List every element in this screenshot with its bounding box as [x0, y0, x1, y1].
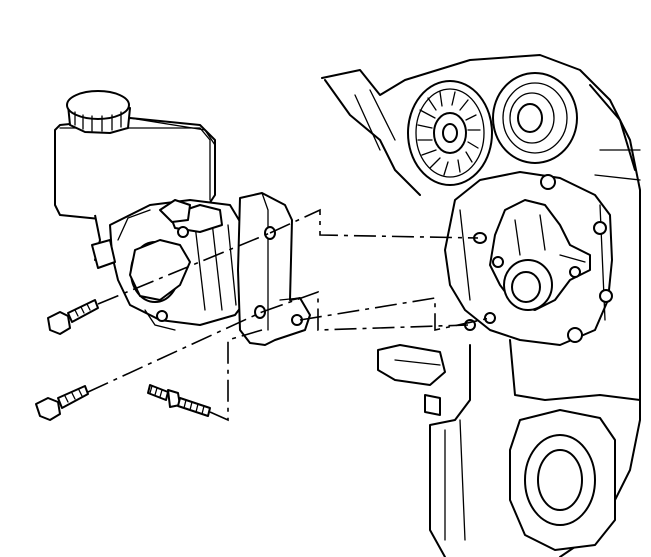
pump-stud: [147, 384, 211, 417]
pump-bolt-upper: [47, 299, 99, 335]
engine-front-cover: [321, 54, 641, 557]
alignment-lines: [87, 208, 491, 422]
belt-tensioner-pulley: [407, 80, 493, 186]
pump-mounting-bracket: [237, 192, 311, 346]
idler-pulley: [492, 72, 578, 164]
pump-bolt-lower: [35, 385, 89, 421]
water-pump-hub: [489, 199, 591, 311]
